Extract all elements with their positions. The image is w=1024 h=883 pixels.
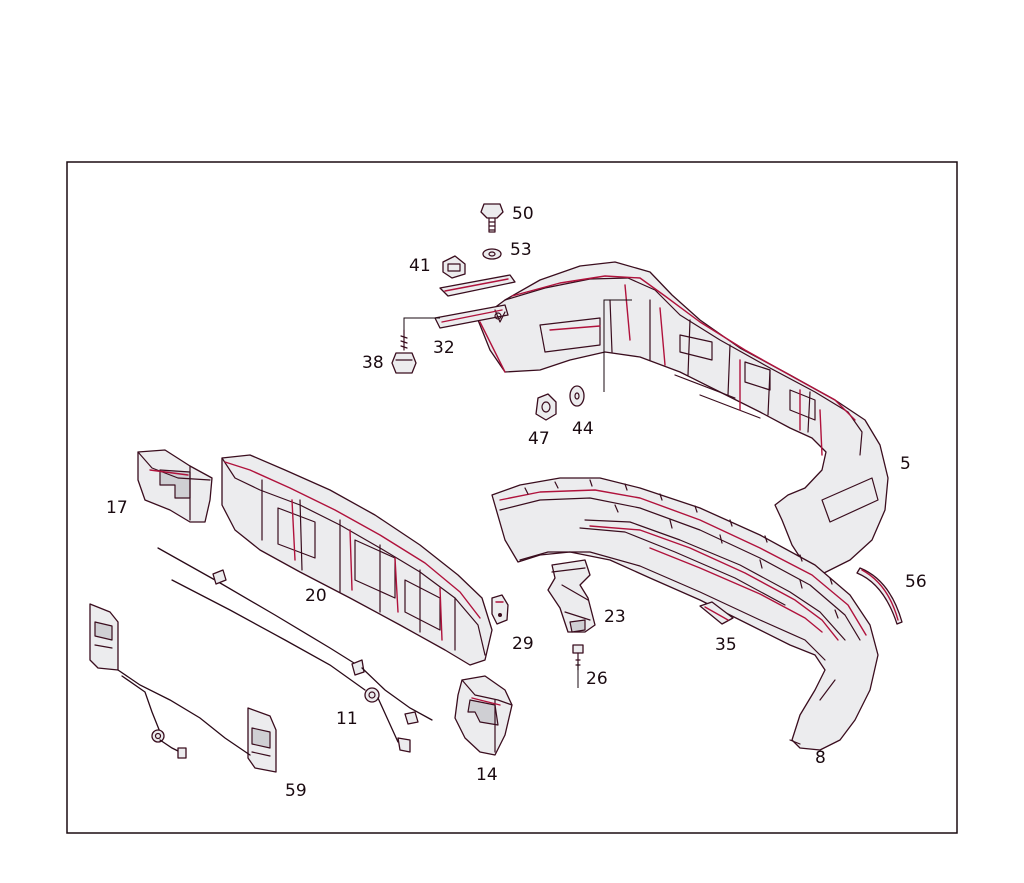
callout-47: 47 bbox=[528, 429, 550, 449]
callout-29: 29 bbox=[512, 634, 534, 654]
callout-38: 38 bbox=[362, 353, 384, 373]
callout-20: 20 bbox=[305, 586, 327, 606]
absorber-block-part-17[interactable] bbox=[137, 449, 213, 523]
callout-11: 11 bbox=[336, 709, 358, 729]
sensor-harness-part-59[interactable] bbox=[89, 603, 277, 773]
washer-part-53[interactable] bbox=[482, 248, 502, 260]
callout-59: 59 bbox=[285, 781, 307, 801]
callout-44: 44 bbox=[572, 419, 594, 439]
diagram-frame bbox=[66, 161, 958, 834]
bumper-cover-part-5[interactable] bbox=[477, 261, 889, 576]
bracket-part-23[interactable] bbox=[547, 559, 596, 633]
callout-8: 8 bbox=[815, 748, 826, 768]
clip-part-29[interactable] bbox=[491, 594, 509, 625]
callout-17: 17 bbox=[106, 498, 128, 518]
callout-50: 50 bbox=[512, 204, 534, 224]
nut-part-41[interactable] bbox=[442, 255, 466, 279]
absorber-block-part-14[interactable] bbox=[454, 675, 513, 756]
callout-labels: 50 53 41 32 38 47 44 5 17 20 29 23 26 35… bbox=[106, 204, 927, 801]
callout-26: 26 bbox=[586, 669, 608, 689]
leader-lines bbox=[403, 299, 632, 688]
trim-strip-part-56[interactable] bbox=[856, 567, 903, 625]
wiring-harness-part-11[interactable] bbox=[157, 547, 433, 753]
callout-35: 35 bbox=[715, 635, 737, 655]
callout-56: 56 bbox=[905, 572, 927, 592]
callout-5: 5 bbox=[900, 454, 911, 474]
mounting-rail-part-32[interactable] bbox=[434, 274, 516, 329]
callout-32: 32 bbox=[433, 338, 455, 358]
impact-absorber-part-20[interactable] bbox=[221, 454, 493, 666]
callout-53: 53 bbox=[510, 240, 532, 260]
callout-23: 23 bbox=[604, 607, 626, 627]
screw-part-38[interactable] bbox=[391, 329, 417, 374]
callout-14: 14 bbox=[476, 765, 498, 785]
callout-41: 41 bbox=[409, 256, 431, 276]
bolt-part-50[interactable] bbox=[480, 203, 504, 233]
pad-part-35[interactable] bbox=[699, 601, 734, 625]
nut-part-47[interactable] bbox=[535, 393, 557, 421]
bumper-lower-part-8[interactable] bbox=[491, 477, 879, 751]
washer-part-44[interactable] bbox=[569, 385, 585, 407]
